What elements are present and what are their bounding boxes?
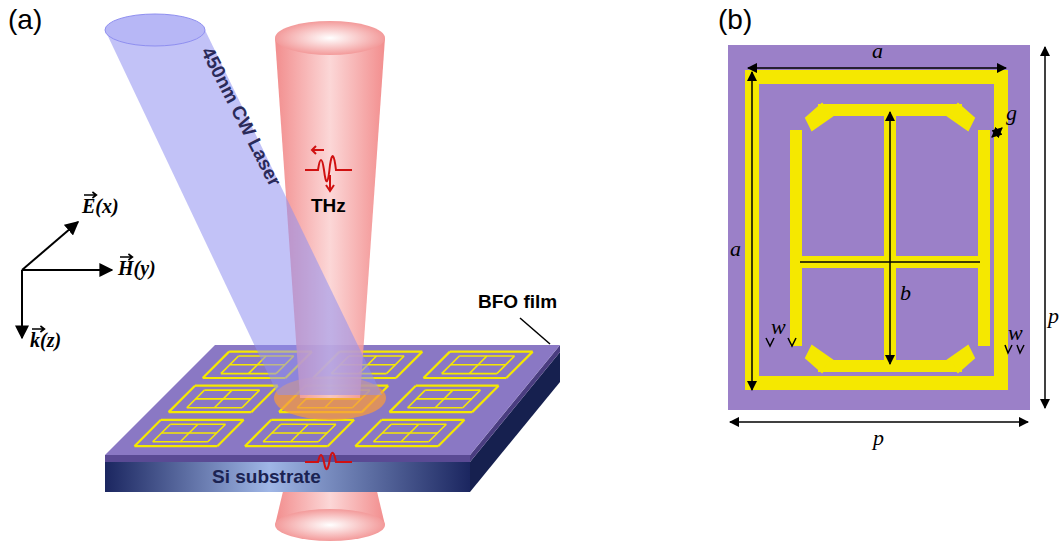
cell-stroke	[382, 432, 437, 434]
cell-stroke	[424, 377, 507, 379]
si-substrate	[105, 462, 470, 492]
cell-stroke	[162, 432, 217, 434]
dimension-label: b	[900, 282, 911, 304]
dimension-label: g	[1006, 102, 1017, 124]
beam-end	[105, 14, 205, 46]
cell-stroke	[272, 432, 327, 434]
beam-label: THz	[311, 196, 346, 215]
cell-stroke	[355, 445, 438, 447]
h-axis	[22, 269, 112, 271]
thz-arrow	[326, 175, 334, 191]
panel-label: (a)	[8, 6, 42, 34]
cell-stroke	[195, 385, 278, 387]
beam-end	[275, 21, 385, 55]
part-label: BFO film	[478, 292, 557, 311]
inner-resonator	[796, 104, 984, 372]
dimension-label: a	[730, 238, 741, 260]
cell-stroke	[245, 445, 328, 447]
laser-beam	[105, 30, 382, 395]
bfo-edge	[105, 455, 470, 462]
axis-label: E(x)	[82, 196, 119, 216]
leader-line	[520, 318, 550, 344]
thz-pulse	[305, 156, 352, 181]
cell-stroke	[382, 419, 465, 421]
dimension-label: w	[1008, 322, 1023, 344]
unit-cell-substrate	[728, 45, 1030, 410]
dimension-lines	[730, 47, 1045, 422]
e-axis	[22, 222, 78, 270]
thz-pulse	[312, 146, 324, 154]
beam-end	[275, 509, 385, 541]
dimension-label: a	[872, 40, 883, 62]
cell-stroke	[416, 385, 499, 387]
k-axis	[21, 270, 23, 338]
dimension-label: w	[771, 316, 786, 338]
dimension-label: p	[873, 427, 884, 449]
outer-ring	[752, 77, 1001, 383]
cell-stroke	[451, 364, 506, 366]
cell-stroke	[416, 398, 471, 400]
cell-stroke	[169, 411, 252, 413]
cell-stroke	[135, 445, 218, 447]
axis-label: H(y)	[118, 258, 156, 278]
panel-label: (b)	[718, 6, 752, 34]
cell-stroke	[161, 419, 244, 421]
cell-stroke	[389, 411, 472, 413]
dimension-label: p	[1048, 305, 1059, 327]
part-label: Si substrate	[212, 467, 321, 486]
axis-label: k(z)	[30, 330, 61, 350]
cell-stroke	[196, 398, 251, 400]
cell-stroke	[450, 351, 533, 353]
